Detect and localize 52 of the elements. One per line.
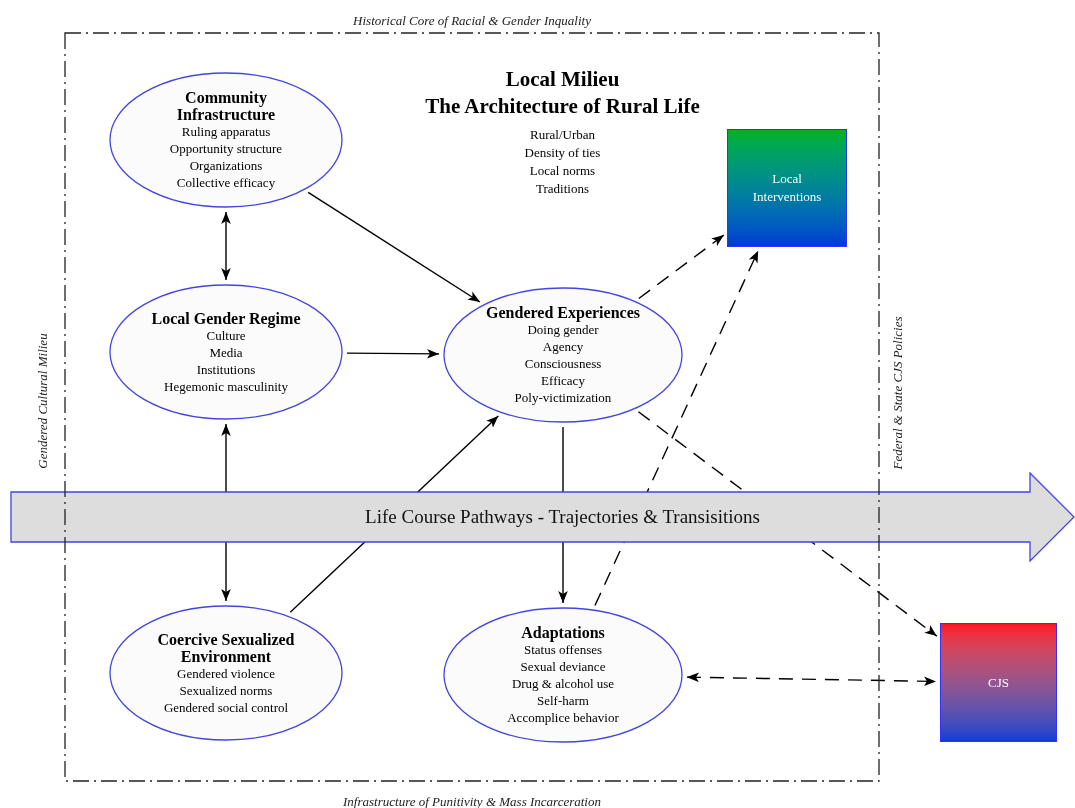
node-item: Collective efficacy (176, 174, 276, 191)
node-item: Sexualized norms (179, 681, 273, 699)
node-title: Local Gender Regime (151, 309, 301, 327)
node-item: Opportunity structure (169, 140, 283, 157)
dash-dot-frame (64, 32, 880, 782)
node-item: Culture (206, 326, 246, 344)
node-item: Organizations (189, 157, 263, 174)
ellipse-node (109, 605, 343, 741)
node-item: Sexual deviance (520, 658, 606, 675)
node-item: Media (209, 343, 243, 361)
node-title: Adaptations (521, 624, 605, 641)
node-title: Coercive Sexualized Environment (156, 630, 296, 665)
milieu-item: Rural/Urban (530, 126, 595, 144)
ellipse-node (443, 287, 683, 423)
ellipse-node (443, 607, 683, 743)
node-item: Efficacy (541, 372, 585, 389)
side-label: Federal & State CJS Policies (890, 316, 905, 470)
node-item: Doing gender (527, 322, 599, 338)
node-item: Gendered violence (177, 664, 275, 682)
timeline-label: Life Course Pathways - Trajectories & Transisitions (365, 504, 760, 529)
node-title: Community Infrastructure (175, 89, 277, 123)
arrow (307, 191, 481, 303)
node-item: Accomplice behavior (507, 709, 619, 726)
box-label: Local Interventions (751, 170, 823, 206)
arrow (221, 211, 231, 281)
dashed-arrow (638, 234, 725, 300)
node-item: Poly-victimization (514, 389, 612, 406)
ellipse-node (109, 72, 343, 208)
side-label: Gendered Cultural Milieu (35, 333, 50, 469)
dashed-arrow (686, 672, 937, 686)
side-label: Infrastructure of Punitivity & Mass Incarceration (343, 794, 601, 808)
node-item: Status offenses (523, 642, 603, 658)
milieu-item: Traditions (536, 180, 589, 198)
node-item: Consciousness (524, 355, 602, 372)
side-label: Historical Core of Racial & Gender Inquality (353, 13, 591, 28)
gradient-box (727, 129, 847, 247)
arrow (346, 349, 440, 359)
ellipse-node (109, 284, 343, 420)
frame-heading: Local Milieu (505, 66, 620, 93)
node-item: Ruling apparatus (181, 123, 271, 140)
milieu-item: Local norms (529, 162, 596, 180)
frame-heading: The Architecture of Rural Life (425, 93, 700, 120)
node-item: Hegemonic masculinity (164, 377, 288, 395)
node-item: Self-harm (537, 692, 589, 709)
node-item: Drug & alcohol use (511, 675, 615, 692)
node-item: Gendered social control (163, 698, 289, 716)
node-item: Institutions (196, 360, 256, 378)
gradient-box (940, 623, 1057, 742)
milieu-item: Density of ties (524, 144, 601, 162)
box-label: CJS (987, 673, 1010, 692)
node-title: Gendered Experiences (486, 304, 640, 321)
node-item: Agency (542, 338, 584, 355)
